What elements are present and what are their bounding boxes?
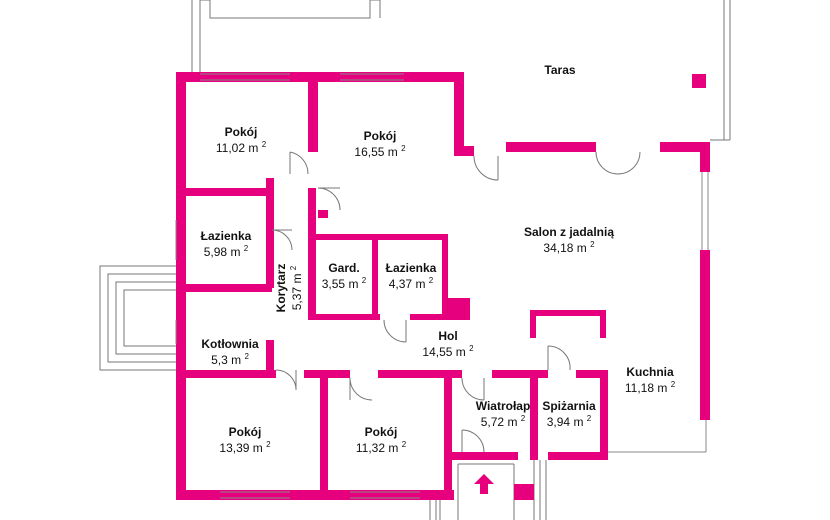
room-name: Pokój bbox=[364, 425, 398, 439]
room-wiatrolap: Wiatrołap 5,72 m 2 bbox=[468, 398, 538, 430]
room-name: Kotłownia bbox=[201, 337, 259, 351]
room-kuchnia: Kuchnia 11,18 m 2 bbox=[610, 364, 690, 396]
room-name: Spiżarnia bbox=[542, 399, 596, 413]
room-name: Gard. bbox=[328, 261, 360, 275]
room-area: 13,39 m 2 bbox=[219, 440, 271, 455]
room-name: Korytarz bbox=[274, 263, 288, 313]
up-arrow-icon bbox=[474, 474, 494, 494]
walls bbox=[176, 72, 710, 500]
room-area: 3,94 m 2 bbox=[546, 414, 592, 429]
room-kotlownia: Kotłownia 5,3 m 2 bbox=[190, 336, 270, 368]
room-spizarnia: Spiżarnia 3,94 m 2 bbox=[536, 398, 602, 430]
room-name: Hol bbox=[438, 329, 458, 343]
room-name: Pokój bbox=[228, 425, 262, 439]
room-area: 5,98 m 2 bbox=[203, 244, 249, 259]
room-name: Pokój bbox=[224, 125, 258, 139]
room-pokoj-2: Pokój 16,55 m 2 bbox=[330, 128, 430, 160]
room-taras: Taras bbox=[520, 62, 600, 78]
room-salon: Salon z jadalnią 34,18 m 2 bbox=[504, 224, 634, 256]
room-area: 11,02 m 2 bbox=[215, 140, 267, 155]
windows bbox=[175, 73, 709, 499]
room-lazienka-2: Łazienka 4,37 m 2 bbox=[378, 260, 444, 292]
room-area: 5,72 m 2 bbox=[480, 414, 526, 429]
room-name: Salon z jadalnią bbox=[523, 225, 615, 239]
room-hol: Hol 14,55 m 2 bbox=[408, 328, 488, 360]
door-swings bbox=[271, 151, 641, 453]
room-area: 5,37 m 2 bbox=[289, 265, 304, 311]
room-name: Taras bbox=[544, 63, 576, 77]
room-korytarz: Korytarz 5,37 m 2 bbox=[273, 253, 305, 323]
room-area: 34,18 m 2 bbox=[543, 240, 595, 255]
room-area: 4,37 m 2 bbox=[388, 276, 434, 291]
room-pokoj-4: Pokój 11,32 m 2 bbox=[336, 424, 426, 456]
room-name: Pokój bbox=[363, 129, 397, 143]
room-area: 11,32 m 2 bbox=[355, 440, 407, 455]
room-pokoj-1: Pokój 11,02 m 2 bbox=[196, 124, 286, 156]
room-area: 14,55 m 2 bbox=[422, 344, 474, 359]
room-area: 5,3 m 2 bbox=[211, 352, 249, 367]
room-name: Wiatrołap bbox=[475, 399, 531, 413]
room-name: Łazienka bbox=[200, 229, 252, 243]
room-name: Łazienka bbox=[385, 261, 437, 275]
terrace-outline bbox=[191, 0, 731, 141]
room-area: 16,55 m 2 bbox=[354, 144, 406, 159]
room-area: 3,55 m 2 bbox=[321, 276, 367, 291]
room-area: 11,18 m 2 bbox=[624, 380, 676, 395]
room-lazienka-1: Łazienka 5,98 m 2 bbox=[186, 228, 266, 260]
room-pokoj-3: Pokój 13,39 m 2 bbox=[200, 424, 290, 456]
side-steps bbox=[99, 265, 176, 371]
room-gard: Gard. 3,55 m 2 bbox=[316, 260, 372, 292]
room-name: Kuchnia bbox=[626, 365, 674, 379]
